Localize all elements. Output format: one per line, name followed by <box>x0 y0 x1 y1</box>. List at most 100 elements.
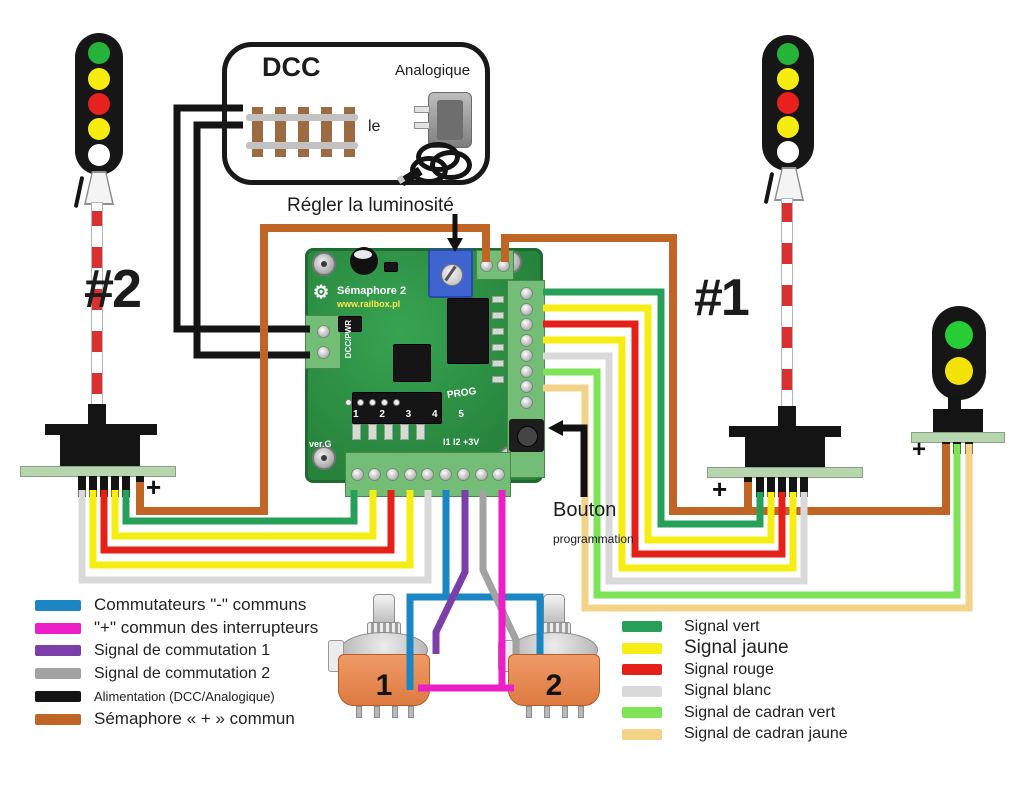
terminal-screw-icon <box>421 468 435 481</box>
resistor-icon <box>492 344 504 351</box>
legend-label: Sémaphore « + » commun <box>94 709 295 729</box>
terminal-screw-icon <box>519 349 533 363</box>
signal-lamp-red <box>88 92 110 115</box>
signal-2-pin-icon <box>122 476 130 497</box>
legend-item: Signal de cadran vert <box>622 702 848 724</box>
switch-pin-icon <box>562 706 568 718</box>
track-tie-icon <box>275 107 286 157</box>
switch-number: 1 <box>375 669 393 702</box>
pad-icon <box>357 399 364 406</box>
signal-1-mount-body <box>745 436 825 468</box>
legend-swatch <box>35 645 81 657</box>
legend-item: Commutateurs "-" communs <box>35 594 318 617</box>
pcb-title: Sémaphore 2 <box>337 285 407 297</box>
terminal-screw-icon <box>439 468 453 481</box>
header-pads <box>345 399 409 406</box>
signal-lamp-white <box>88 143 110 166</box>
dial-signal-head <box>932 306 986 400</box>
signal-2-id: #2 <box>84 259 142 319</box>
legend-swatch <box>35 622 81 634</box>
pad-icon <box>393 399 400 406</box>
switch-body: 2 <box>508 654 600 706</box>
signal-2-funnel-inner <box>86 173 112 203</box>
io-label: I1 I2 +3V <box>443 437 480 447</box>
legend-label: Signal de cadran vert <box>684 703 836 721</box>
terminal-screw-icon <box>519 287 533 301</box>
mcu-chip-icon <box>393 344 431 382</box>
board-screw-icon <box>312 446 336 470</box>
terminal-screw-icon <box>492 468 506 481</box>
legend-swatch <box>622 642 662 654</box>
dial-signal-mount-body <box>933 409 983 434</box>
legend-item: Sémaphore « + » commun <box>35 708 318 731</box>
resistor-icon <box>492 376 504 383</box>
legend-swatch <box>622 664 662 676</box>
dial-signal-pin-icon <box>953 442 961 454</box>
legend-label: Signal jaune <box>684 637 789 659</box>
legend-left: Commutateurs "-" communs"+" commun des i… <box>35 594 318 731</box>
signal-2-pin-icon <box>78 476 86 497</box>
signal-lamp-green <box>88 42 110 65</box>
legend-swatch <box>622 728 662 740</box>
legend-item: Signal jaune <box>622 637 848 660</box>
resistor-icon <box>368 424 377 440</box>
legend-swatch <box>35 599 81 611</box>
signal-lamp-dialGreen <box>945 320 973 349</box>
legend-swatch <box>622 621 662 633</box>
terminal-screw-icon <box>474 468 488 481</box>
brightness-potentiometer[interactable] <box>428 249 473 298</box>
signal-1-bracket-icon <box>763 171 775 205</box>
signal-lamp-green <box>777 43 799 66</box>
adapter-face <box>437 100 463 140</box>
programming-button[interactable] <box>509 419 544 452</box>
track-tie-icon <box>298 107 309 157</box>
track-rail-icon <box>246 142 358 149</box>
terminal-screw-icon <box>456 468 470 481</box>
signal-1-pin-icon <box>800 477 808 497</box>
rotary-switch-1[interactable]: 1 <box>328 594 434 724</box>
track-tie-icon <box>321 107 332 157</box>
signal-lamp-yellow <box>777 67 799 90</box>
legend-label: Alimentation (DCC/Analogique) <box>94 689 275 705</box>
dial-signal-pin-icon <box>942 442 950 454</box>
resistor-icon <box>416 424 425 440</box>
power-plus-terminal[interactable] <box>476 250 514 280</box>
dcc-pwr-label: DCC/PWR <box>344 320 353 359</box>
terminal-screw-icon <box>386 468 400 481</box>
legend-item: Signal blanc <box>622 681 848 703</box>
legend-item: "+" commun des interrupteurs <box>35 617 318 640</box>
pin-numbers-label: 1 2 3 4 5 <box>353 409 473 420</box>
switch-pin-icon <box>392 706 398 718</box>
wire-dial-yellow <box>543 384 973 612</box>
track-tie-icon <box>252 107 263 157</box>
terminal-screw-icon <box>519 364 533 378</box>
signal-1-mount-neck <box>778 406 796 427</box>
terminal-screw-icon <box>496 258 510 272</box>
rotary-switch-2[interactable]: 2 <box>498 594 604 724</box>
legend-item: Alimentation (DCC/Analogique) <box>35 685 318 708</box>
dcc-label: DCC <box>262 52 321 82</box>
wire-sig2-white <box>78 490 432 584</box>
signal-2-plus-label: + <box>146 472 162 502</box>
brightness-label: Régler la luminosité <box>287 195 454 216</box>
legend-swatch <box>35 713 81 725</box>
capacitor-icon <box>350 247 378 275</box>
legend-swatch <box>35 691 81 703</box>
signal-lamp-red <box>777 91 799 114</box>
signal-2-pin-icon <box>89 476 97 497</box>
terminal-screw-icon <box>403 468 417 481</box>
dcc-pwr-terminal[interactable] <box>305 315 341 369</box>
dial-signal-plus-label: + <box>912 436 927 463</box>
switch-pin-icon <box>578 706 584 718</box>
signal-1-funnel-inner <box>776 169 802 199</box>
legend-label: Signal de commutation 2 <box>94 664 271 682</box>
legend-item: Signal de commutation 2 <box>35 662 318 685</box>
adapter-prong <box>414 106 430 113</box>
resistor-icon <box>492 312 504 319</box>
switch-pin-icon <box>544 706 550 718</box>
resistor-icon <box>384 424 393 440</box>
switch-pin-icon <box>526 706 532 718</box>
bottom-io-terminal[interactable] <box>345 452 511 497</box>
